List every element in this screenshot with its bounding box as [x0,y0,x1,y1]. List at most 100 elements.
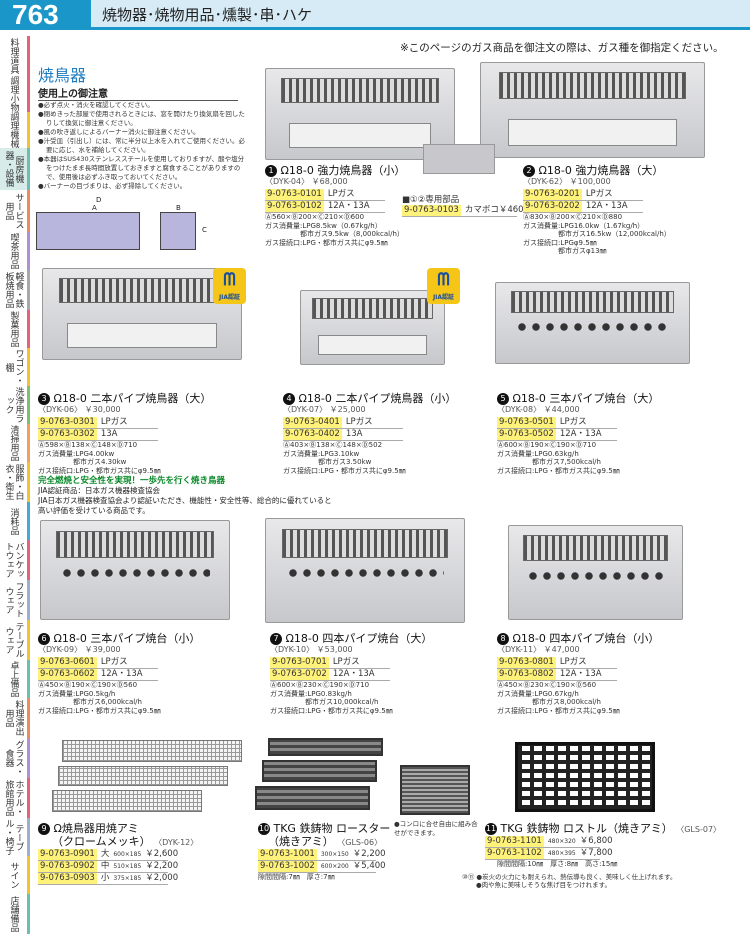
dimension-diagram: D A B C [36,196,207,262]
sidebar-tab-cleaning[interactable]: 清掃用品 [0,424,30,462]
sidebar-tab-kitchen-equipment[interactable]: 厨房機器・設備 [0,148,30,190]
note-item: ●閉めきった部屋で使用されるときには、窓を開けたり換気扇を回したりして換気に御注… [38,110,245,127]
note-item: ●必ず点火・消火を確認してください。 [38,101,154,109]
sidebar-tab-confectionery[interactable]: 製菓用品 [0,310,30,348]
product-code: 9-0763-0301 [38,417,97,428]
sidebar-tab-flatware[interactable]: フラットウェア [0,580,30,620]
sidebar-tab-wash-rack[interactable]: 洗浄用ラック [0,386,30,424]
product-code: 9-0763-1002 [258,861,317,872]
sidebar-tab-sign[interactable]: サイン [0,856,30,894]
roaster-note: ●コンロに合せ自由に組み合せができます。 [394,820,478,837]
sidebar-tab-teppan[interactable]: 軽食・鉄板焼用品 [0,270,30,310]
product-code: 9-0763-0202 [523,201,582,212]
usage-notes: 使用上の御注意 ●必ず点火・消火を確認してください。 ●閉めきった部屋で使用され… [38,82,248,191]
product-6: 6 Ω18-0 三本パイプ焼台（小） 〈DYK-09〉 ￥39,000 9-07… [38,632,201,715]
page-number: 763 [0,0,91,30]
page-header: 763 焼物器･焼物用品･燻製･串･ハケ [0,0,750,30]
product-code: 9-0763-0502 [497,429,556,440]
note-item: ●汁受皿（引出し）には、常に半分以上水を入れてご使用ください。必要に応じ、水を補… [38,137,245,154]
product-code: 9-0763-1101 [485,836,544,847]
sidebar-tab-hotel[interactable]: ホテル・旅館用品 [0,778,30,818]
product-3: 3 Ω18-0 二本パイプ焼鳥器（大） 〈DYK-06〉 ￥30,000 9-0… [38,392,212,475]
product-image-4 [300,290,445,365]
product-code: 9-0763-0101 [265,189,324,200]
note-item: ●風の吹き返しによるバーナー消火に御注意ください。 [38,128,200,136]
product-image-3 [42,268,242,360]
product-code: 9-0763-0401 [283,417,342,428]
product-image-5 [495,282,690,364]
grill-net-image-large [62,740,242,762]
product-image-7 [265,518,465,623]
sidebar-tab-cooking-machines[interactable]: 調理機械 [0,112,30,148]
cast-roaster-image [255,786,370,810]
product-7: 7 Ω18-0 四本パイプ焼台（大） 〈DYK-10〉 ￥53,000 9-07… [270,632,433,715]
sidebar-tab-cafe[interactable]: 喫茶用品 [0,232,30,270]
product-code: 9-0763-1001 [258,849,317,860]
jia-logo-icon: ᗰ [223,270,236,290]
product-1: 1 Ω18-0 強力焼鳥器（小） 〈DYK-04〉 ￥68,000 9-0763… [265,164,406,247]
dim-label-c: C [202,226,207,234]
product-code: 9-0763-0201 [523,189,582,200]
product-title: 1 Ω18-0 強力焼鳥器（小） [265,164,405,177]
sidebar-tab-glass[interactable]: グラス・食器 [0,738,30,778]
note-item: ●バーナーの目づまりは、必ず掃除してください。 [38,182,187,190]
grill-net-image-small [52,790,202,812]
sidebar-tab-apparel[interactable]: 服飾・白衣・衛生 [0,462,30,502]
sidebar-tab-store[interactable]: 店舗備品 [0,894,30,934]
grill-net-image-medium [58,766,228,786]
gas-order-note: ※このページのガス商品を御注文の際は、ガス種を御指定ください。 [400,42,724,54]
product-11: 11 TKG 鉄鋳物 ロストル（焼きアミ） 〈GLS-07〉 9-0763-11… [485,822,722,868]
page-title: 焼物器･焼物用品･燻製･串･ハケ [102,6,313,24]
kamaboko-part-image [423,144,495,174]
sidebar-tab-wagon[interactable]: ワゴン・棚 [0,348,30,386]
product-5: 5 Ω18-0 三本パイプ焼台（大） 〈DYK-08〉 ￥44,000 9-07… [497,392,660,475]
sidebar-tab-consumables[interactable]: 消耗品 [0,502,30,540]
sidebar-tab-banquet[interactable]: バンケットウェア [0,540,30,580]
product-10: 10 TKG 鉄鋳物 ロースター （焼きアミ） 〈GLS-06〉 9-0763-… [258,822,391,881]
product-code: 9-0763-0702 [270,669,329,680]
category-sidebar: 料理道具 調理小物 調理機械 厨房機器・設備 サービス用品 喫茶用品 軽食・鉄板… [0,36,32,934]
sidebar-tab-cooking-small[interactable]: 調理小物 [0,76,30,112]
product-code: 9-0763-0501 [497,417,556,428]
sidebar-tab-cooking-tools[interactable]: 料理道具 [0,36,30,76]
dim-label-d: D [96,196,102,204]
product-image-8 [508,525,683,620]
product-code: 9-0763-0701 [270,657,329,668]
product-code: 9-0763-0801 [497,657,556,668]
product-9: 9 Ω焼鳥器用焼アミ （クロームメッキ） 〈DYK-12〉 9-0763-090… [38,822,199,885]
product-code: 9-0763-0302 [38,429,97,440]
product-code: 9-0763-0901 [38,849,97,860]
product-2: 2 Ω18-0 強力焼鳥器（大） 〈DYK-62〉 ￥100,000 9-076… [523,164,671,255]
diagram-front-view [36,212,140,250]
cast-roaster-image [268,738,383,756]
product-code: 9-0763-0602 [38,669,97,680]
product-4: 4 Ω18-0 二本パイプ焼鳥器（小） 〈DYK-07〉 ￥25,000 9-0… [283,392,457,475]
rostle-notes: ⑩⑪ ●炭火の火力にも耐えられ、熱伝導も良く、美味しく仕上げれます。 ●肉や魚に… [462,873,677,889]
product-image-2 [480,62,705,158]
sidebar-tab-presentation[interactable]: 料理演出用品 [0,698,30,738]
sidebar-tab-tableware[interactable]: テーブルウェア [0,620,30,660]
notes-heading: 使用上の御注意 [38,85,238,101]
product-code: 9-0763-0802 [497,669,556,680]
dim-label-a: A [92,204,97,212]
sidebar-tab-tables-chairs[interactable]: テーブル・椅子 [0,818,30,856]
roaster-topview-image [400,765,470,815]
diagram-side-view [160,212,196,250]
product-code: 9-0763-0903 [38,873,97,884]
product-code: 9-0763-0103 [402,205,461,216]
product-8: 8 Ω18-0 四本パイプ焼台（小） 〈DYK-11〉 ￥47,000 9-07… [497,632,660,715]
section-title: 焼鳥器 [38,66,87,85]
product-code: 9-0763-1102 [485,848,544,859]
note-item: ●本器はSUS430ステンレススチールを使用しておりますが、酸や塩分をつけたまま… [38,155,245,181]
product-code: 9-0763-0102 [265,201,324,212]
sidebar-tab-service[interactable]: サービス用品 [0,190,30,232]
product-code: 9-0763-0601 [38,657,97,668]
sidebar-tab-tabletop[interactable]: 卓上備品 [0,660,30,698]
cast-roaster-image [262,760,377,782]
